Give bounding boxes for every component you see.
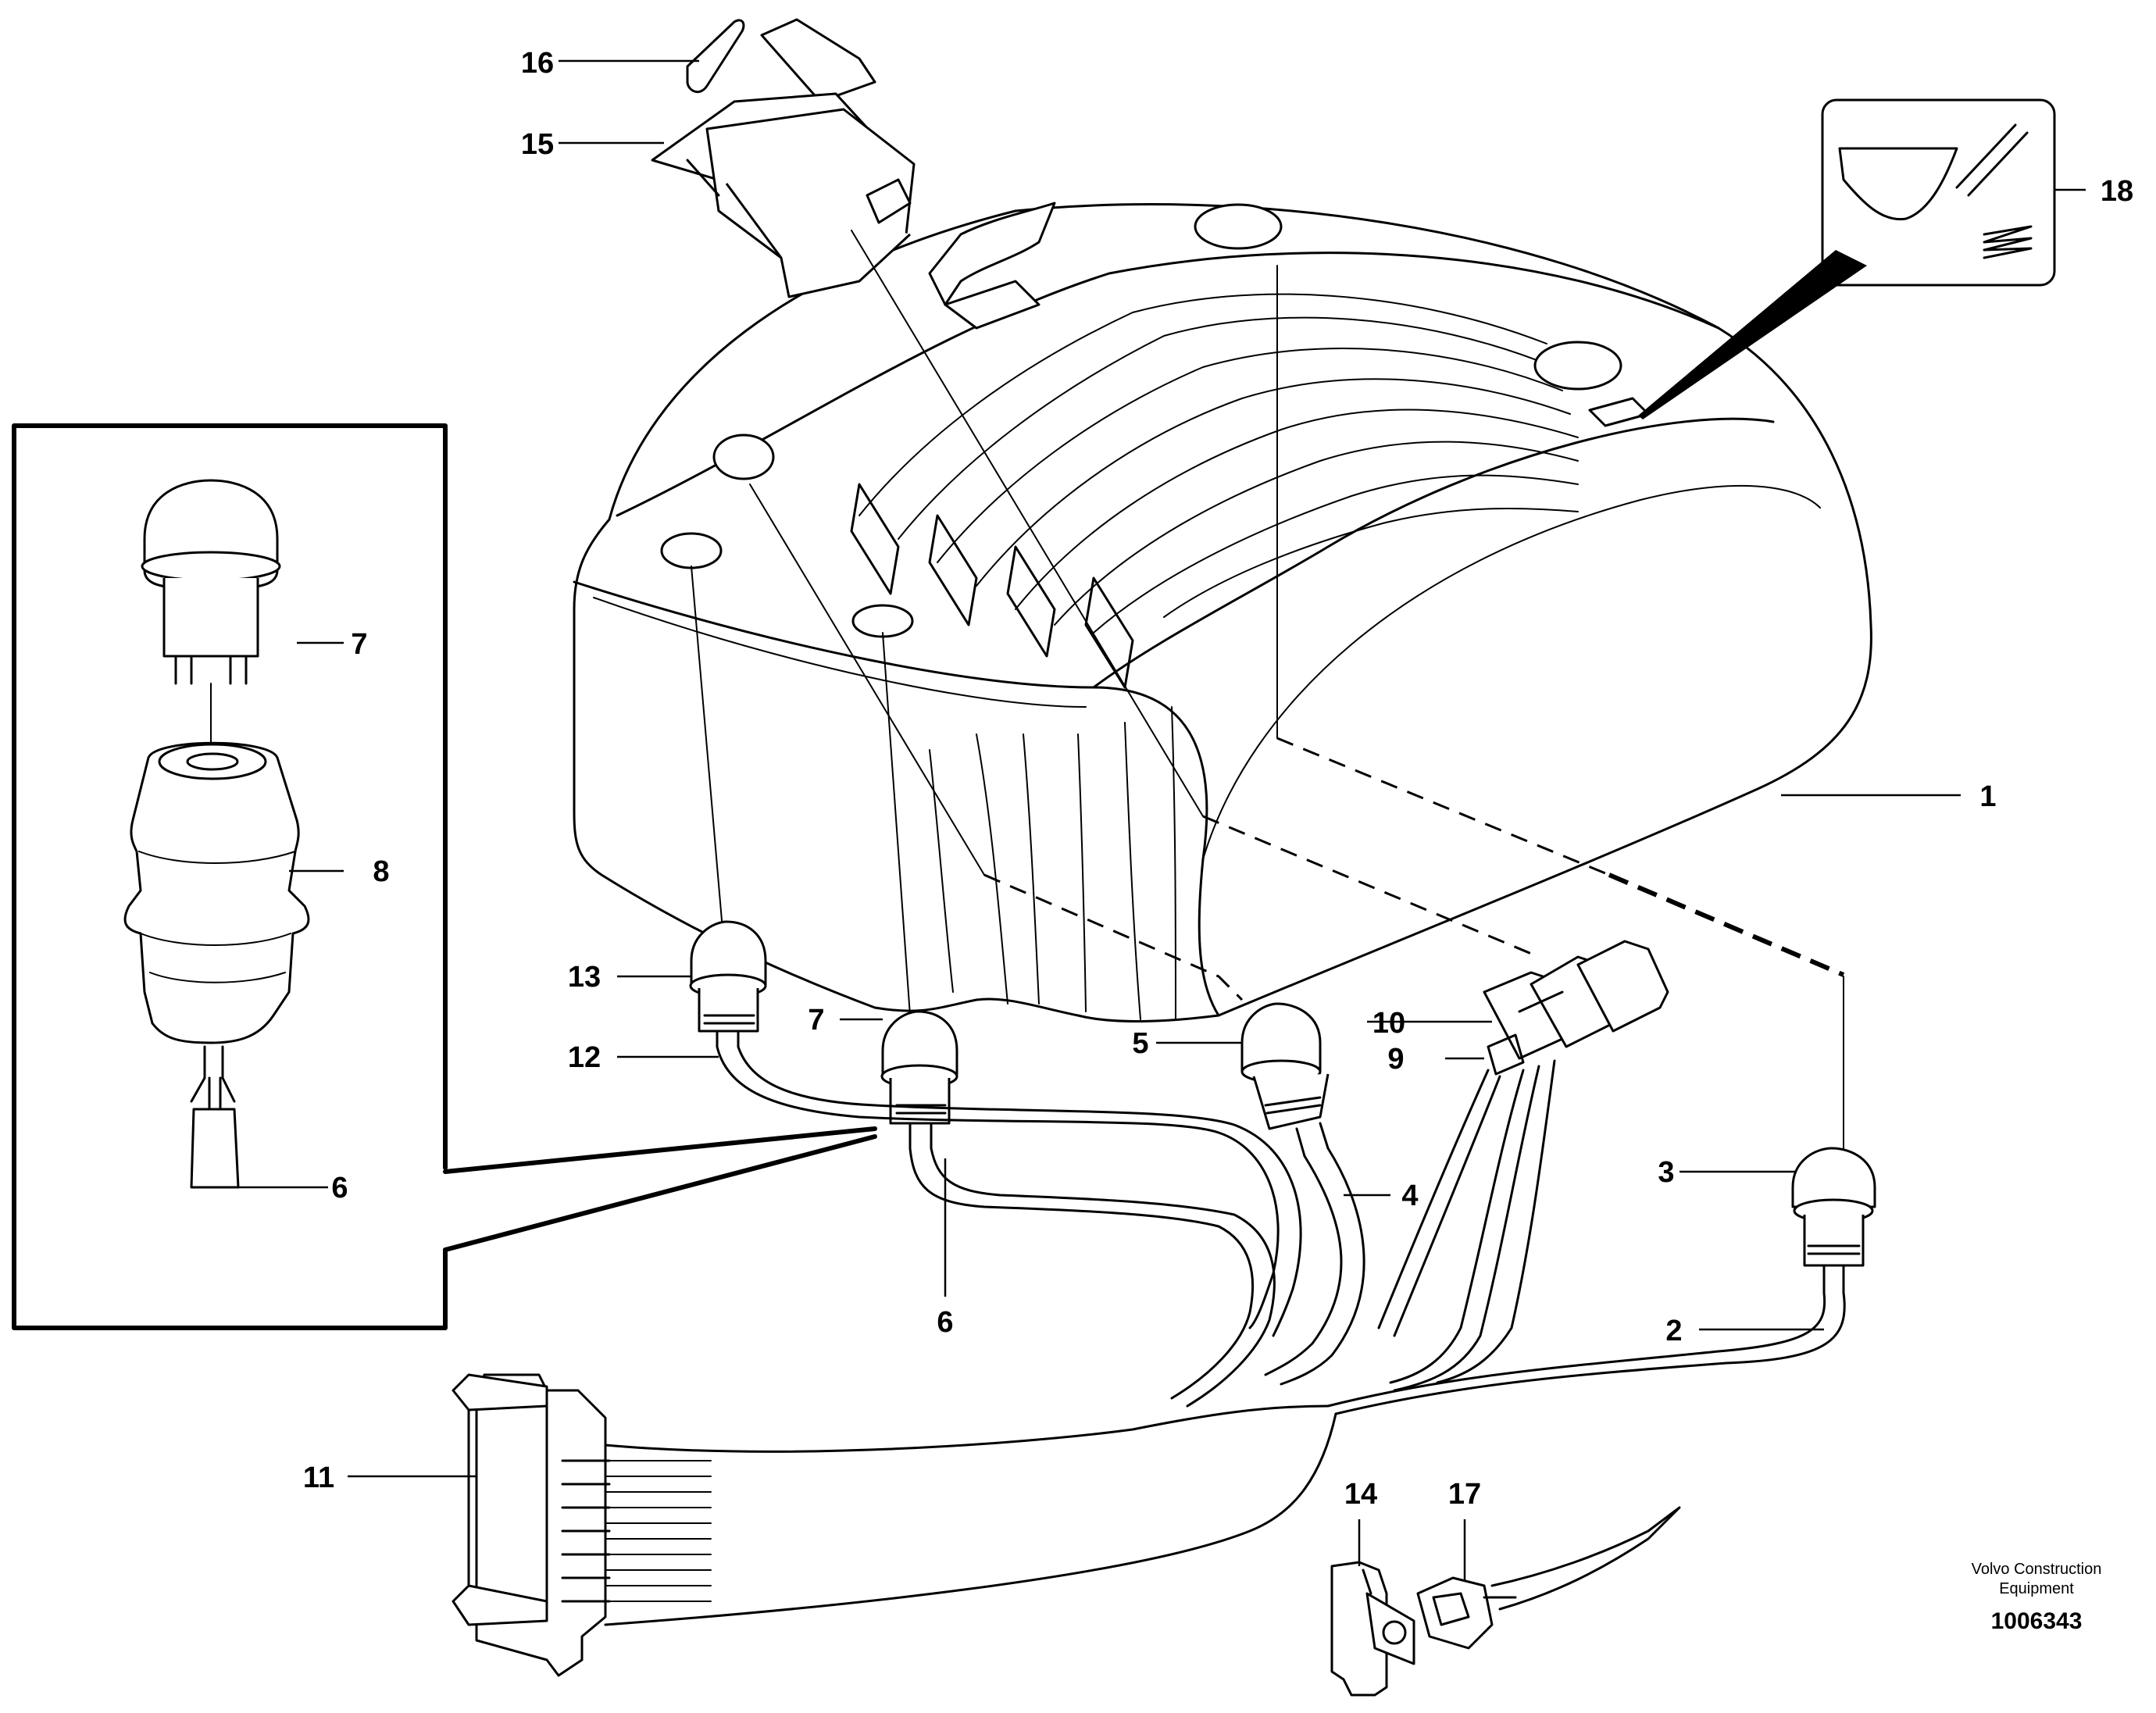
callout-8: 8 <box>373 855 389 888</box>
console-top-channels <box>850 293 1579 689</box>
callout-14: 14 <box>1344 1478 1377 1511</box>
brand-line-1: Volvo Construction <box>1972 1561 2102 1578</box>
leader-lines <box>234 59 2086 1582</box>
cable-tie-17 <box>1416 1506 1681 1650</box>
callout-15: 15 <box>521 128 554 161</box>
callout-6-inset: 6 <box>331 1172 348 1204</box>
callout-4: 4 <box>1401 1179 1418 1212</box>
inset-socket-8 <box>123 741 310 1044</box>
callout-1: 1 <box>1979 780 1996 813</box>
callout-labels: 16 15 18 1 7 8 6 13 7 12 6 5 10 9 4 3 2 … <box>303 47 2133 1511</box>
detail-inset <box>12 423 877 1330</box>
push-button-7 <box>880 1010 958 1150</box>
callout-9: 9 <box>1387 1043 1404 1076</box>
decal-18 <box>1638 98 2056 419</box>
callout-7: 7 <box>808 1004 824 1037</box>
callout-18: 18 <box>2101 175 2133 208</box>
callout-11: 11 <box>303 1461 334 1494</box>
callout-16: 16 <box>521 47 554 80</box>
footer-mark: Volvo Construction Equipment 1006343 <box>1972 1561 2102 1634</box>
brand-line-2: Equipment <box>1999 1580 2074 1597</box>
push-button-3 <box>1791 1147 1876 1294</box>
callout-6: 6 <box>937 1306 953 1339</box>
callout-17: 17 <box>1448 1478 1481 1511</box>
clip-14 <box>1330 1561 1415 1697</box>
callout-7-inset: 7 <box>351 628 367 661</box>
document-number: 1006343 <box>1991 1608 2083 1634</box>
wire-harness-9 <box>1377 1059 1556 1392</box>
callout-5: 5 <box>1132 1027 1148 1060</box>
callout-2: 2 <box>1665 1315 1682 1347</box>
assembly-lines <box>691 230 1845 1172</box>
console-housing <box>573 202 1872 1022</box>
push-button-13 <box>689 920 767 1048</box>
switch-assembly-15-16 <box>651 18 916 298</box>
callout-3: 3 <box>1658 1156 1674 1189</box>
callout-13: 13 <box>568 961 601 994</box>
callout-10: 10 <box>1372 1007 1405 1040</box>
inset-wire-6 <box>190 1045 240 1189</box>
connector-11 <box>452 1373 1337 1677</box>
connector-10 <box>1483 940 1669 1076</box>
console-holes <box>660 203 1650 638</box>
push-button-5 <box>1240 1002 1330 1158</box>
callout-12: 12 <box>568 1041 601 1074</box>
wires <box>716 1045 1846 1415</box>
inset-push-button-7 <box>141 479 281 747</box>
